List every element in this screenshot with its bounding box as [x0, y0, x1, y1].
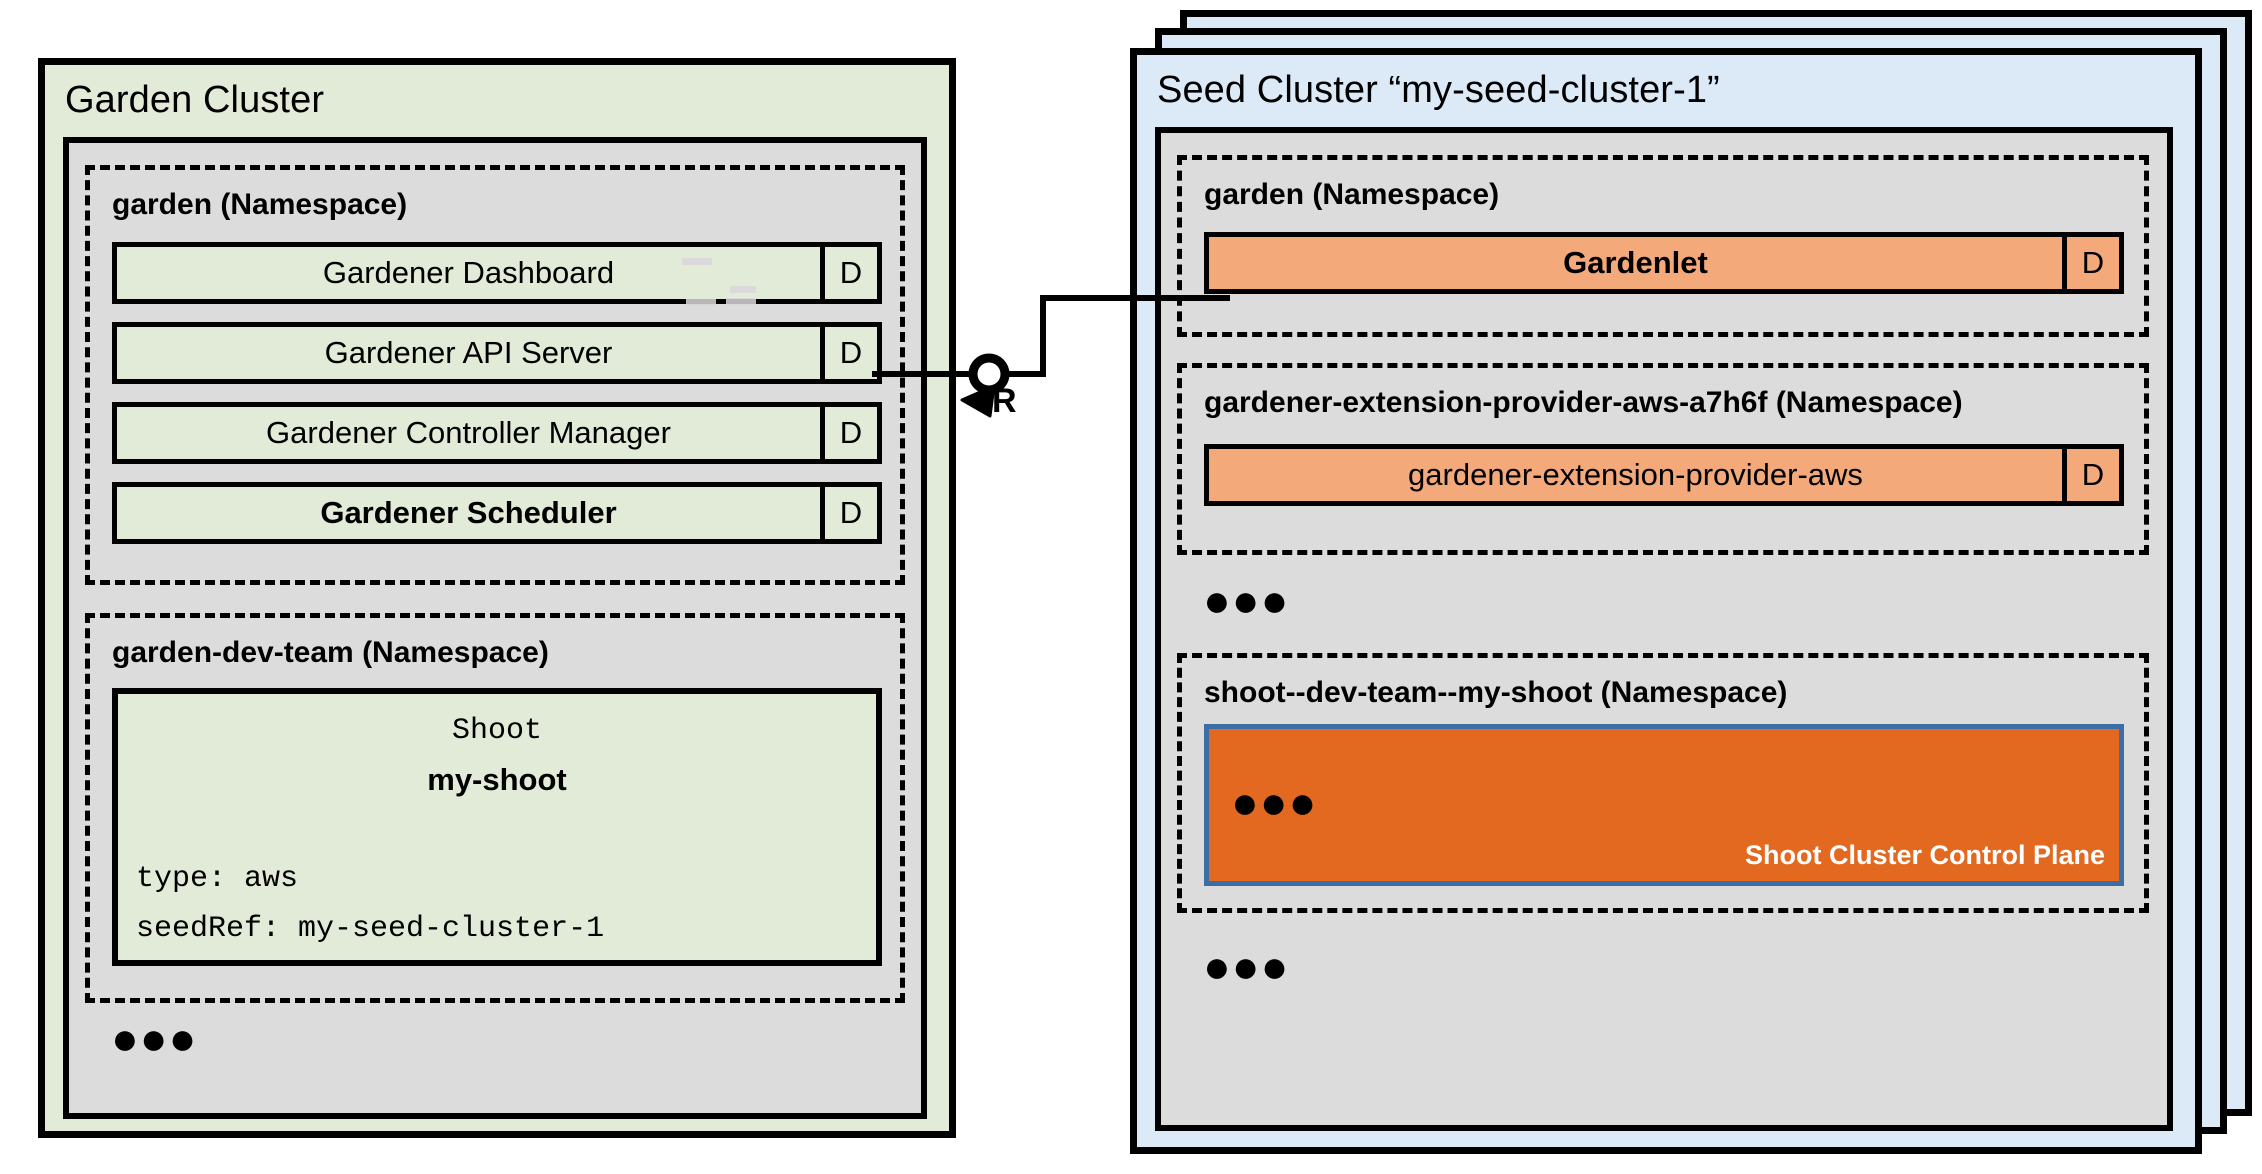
- garden-cluster-title: Garden Cluster: [65, 79, 325, 121]
- component-gardener-dashboard-label: Gardener Dashboard: [117, 247, 820, 299]
- seed-namespace-shoot-dev-team-my-shoot-label: shoot--dev-team--my-shoot (Namespace): [1204, 676, 1788, 709]
- seed-namespace-garden-label: garden (Namespace): [1204, 178, 1500, 211]
- seed-namespace-garden: garden (Namespace) Gardenlet D: [1177, 155, 2149, 337]
- component-gardenlet-label: Gardenlet: [1209, 237, 2062, 289]
- component-gardener-extension-provider-aws-label: gardener-extension-provider-aws: [1209, 449, 2062, 501]
- component-gardener-extension-provider-aws-deployment-badge: D: [2062, 449, 2119, 501]
- garden-cluster: Garden Cluster garden (Namespace) Garden…: [38, 58, 956, 1138]
- seed-cluster-title: Seed Cluster “my-seed-cluster-1”: [1157, 69, 1720, 111]
- seed-cluster-more-indicator-middle: ●●●: [1203, 574, 1290, 626]
- seed-namespace-shoot-dev-team-my-shoot: shoot--dev-team--my-shoot (Namespace) ●●…: [1177, 653, 2149, 913]
- component-gardener-controller-manager-deployment-badge: D: [820, 407, 877, 459]
- seed-namespace-extension-provider-aws-label: gardener-extension-provider-aws-a7h6f (N…: [1204, 386, 1963, 419]
- dashboard-artifact-mark-4: [686, 299, 716, 306]
- dashboard-artifact-mark-3: [726, 298, 756, 305]
- dashboard-artifact-mark-2: [730, 286, 756, 293]
- namespace-garden-dev-team: garden-dev-team (Namespace) Shoot my-sho…: [85, 613, 905, 1003]
- shoot-kind-label: Shoot: [451, 714, 542, 748]
- component-gardener-dashboard[interactable]: Gardener Dashboard D: [112, 242, 882, 304]
- component-gardener-scheduler-label: Gardener Scheduler: [117, 487, 820, 539]
- component-gardener-extension-provider-aws[interactable]: gardener-extension-provider-aws D: [1204, 444, 2124, 506]
- component-gardener-api-server[interactable]: Gardener API Server D: [112, 322, 882, 384]
- shoot-spec-type: type: aws: [136, 862, 299, 896]
- dashboard-artifact-mark-1: [682, 258, 712, 265]
- shoot-spec-seedref: seedRef: my-seed-cluster-1: [136, 912, 605, 946]
- namespace-garden-dev-team-label: garden-dev-team (Namespace): [112, 636, 549, 669]
- namespace-garden: garden (Namespace) Gardener Dashboard D …: [85, 165, 905, 585]
- component-gardenlet-deployment-badge: D: [2062, 237, 2119, 289]
- component-gardenlet[interactable]: Gardenlet D: [1204, 232, 2124, 294]
- shoot-cluster-control-plane[interactable]: ●●● Shoot Cluster Control Plane: [1204, 724, 2124, 886]
- shoot-name-label: my-shoot: [427, 762, 567, 797]
- component-gardener-scheduler-deployment-badge: D: [820, 487, 877, 539]
- shoot-resource-card[interactable]: Shoot my-shoot type: aws seedRef: my-see…: [112, 688, 882, 966]
- component-gardener-api-server-deployment-badge: D: [820, 327, 877, 379]
- garden-cluster-more-indicator: ●●●: [111, 1012, 198, 1064]
- seed-namespace-extension-provider-aws: gardener-extension-provider-aws-a7h6f (N…: [1177, 363, 2149, 555]
- seed-cluster: Seed Cluster “my-seed-cluster-1” garden …: [1130, 48, 2202, 1154]
- garden-cluster-body: garden (Namespace) Gardener Dashboard D …: [63, 137, 927, 1119]
- seed-cluster-body: garden (Namespace) Gardenlet D gardener-…: [1155, 127, 2173, 1131]
- seed-cluster-more-indicator-bottom: ●●●: [1203, 940, 1290, 992]
- component-gardener-controller-manager-label: Gardener Controller Manager: [117, 407, 820, 459]
- component-gardener-scheduler[interactable]: Gardener Scheduler D: [112, 482, 882, 544]
- connector-label-r: R: [992, 382, 1017, 420]
- control-plane-more-indicator: ●●●: [1231, 776, 1318, 828]
- component-gardener-api-server-label: Gardener API Server: [117, 327, 820, 379]
- connector-arrow-icon: [960, 384, 996, 418]
- control-plane-caption: Shoot Cluster Control Plane: [1744, 840, 2105, 870]
- namespace-garden-label: garden (Namespace): [112, 188, 408, 221]
- component-gardener-dashboard-deployment-badge: D: [820, 247, 877, 299]
- component-gardener-controller-manager[interactable]: Gardener Controller Manager D: [112, 402, 882, 464]
